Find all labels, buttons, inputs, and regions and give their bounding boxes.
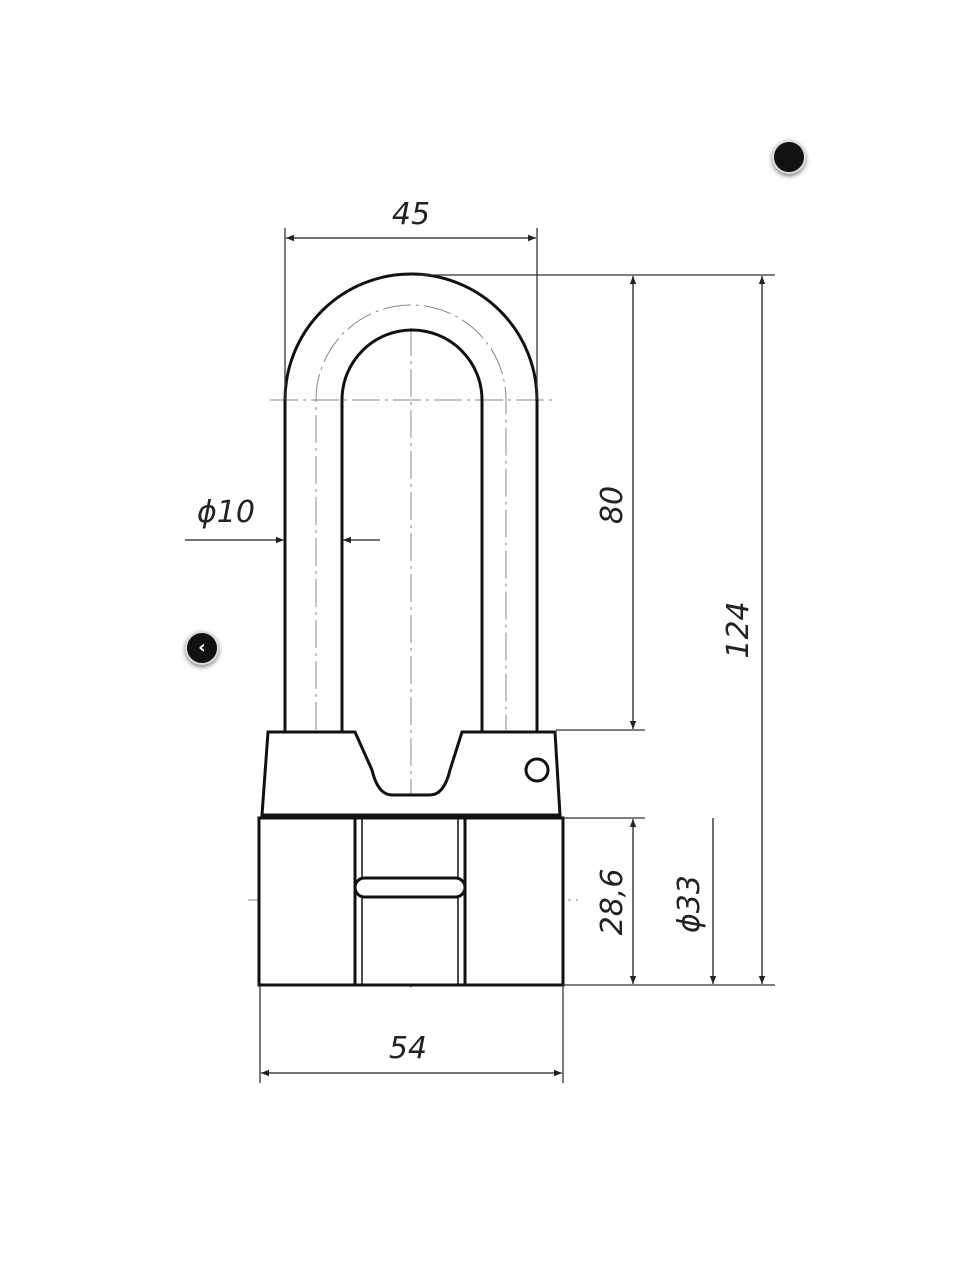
dim-body-width: 54 (389, 1031, 427, 1066)
dim-shackle-height: 80 (595, 486, 630, 524)
dim-total-height: 124 (721, 601, 756, 658)
lock-body-upper (260, 730, 562, 817)
dim-body-lower-height: 28,6 (595, 869, 630, 936)
dim-shackle-width: 45 (392, 197, 430, 232)
chevron-left-icon: ‹ (198, 637, 206, 658)
dim-cylinder-diameter: ϕ33 (672, 875, 707, 933)
lock-body-lower (257, 816, 565, 987)
shackle (283, 272, 539, 732)
next-button[interactable] (772, 140, 806, 174)
extension-lines (259, 228, 775, 1083)
dimension-lines (185, 234, 766, 1077)
dim-shackle-diameter: ϕ10 (197, 495, 255, 530)
previous-button[interactable]: ‹ (185, 631, 219, 665)
